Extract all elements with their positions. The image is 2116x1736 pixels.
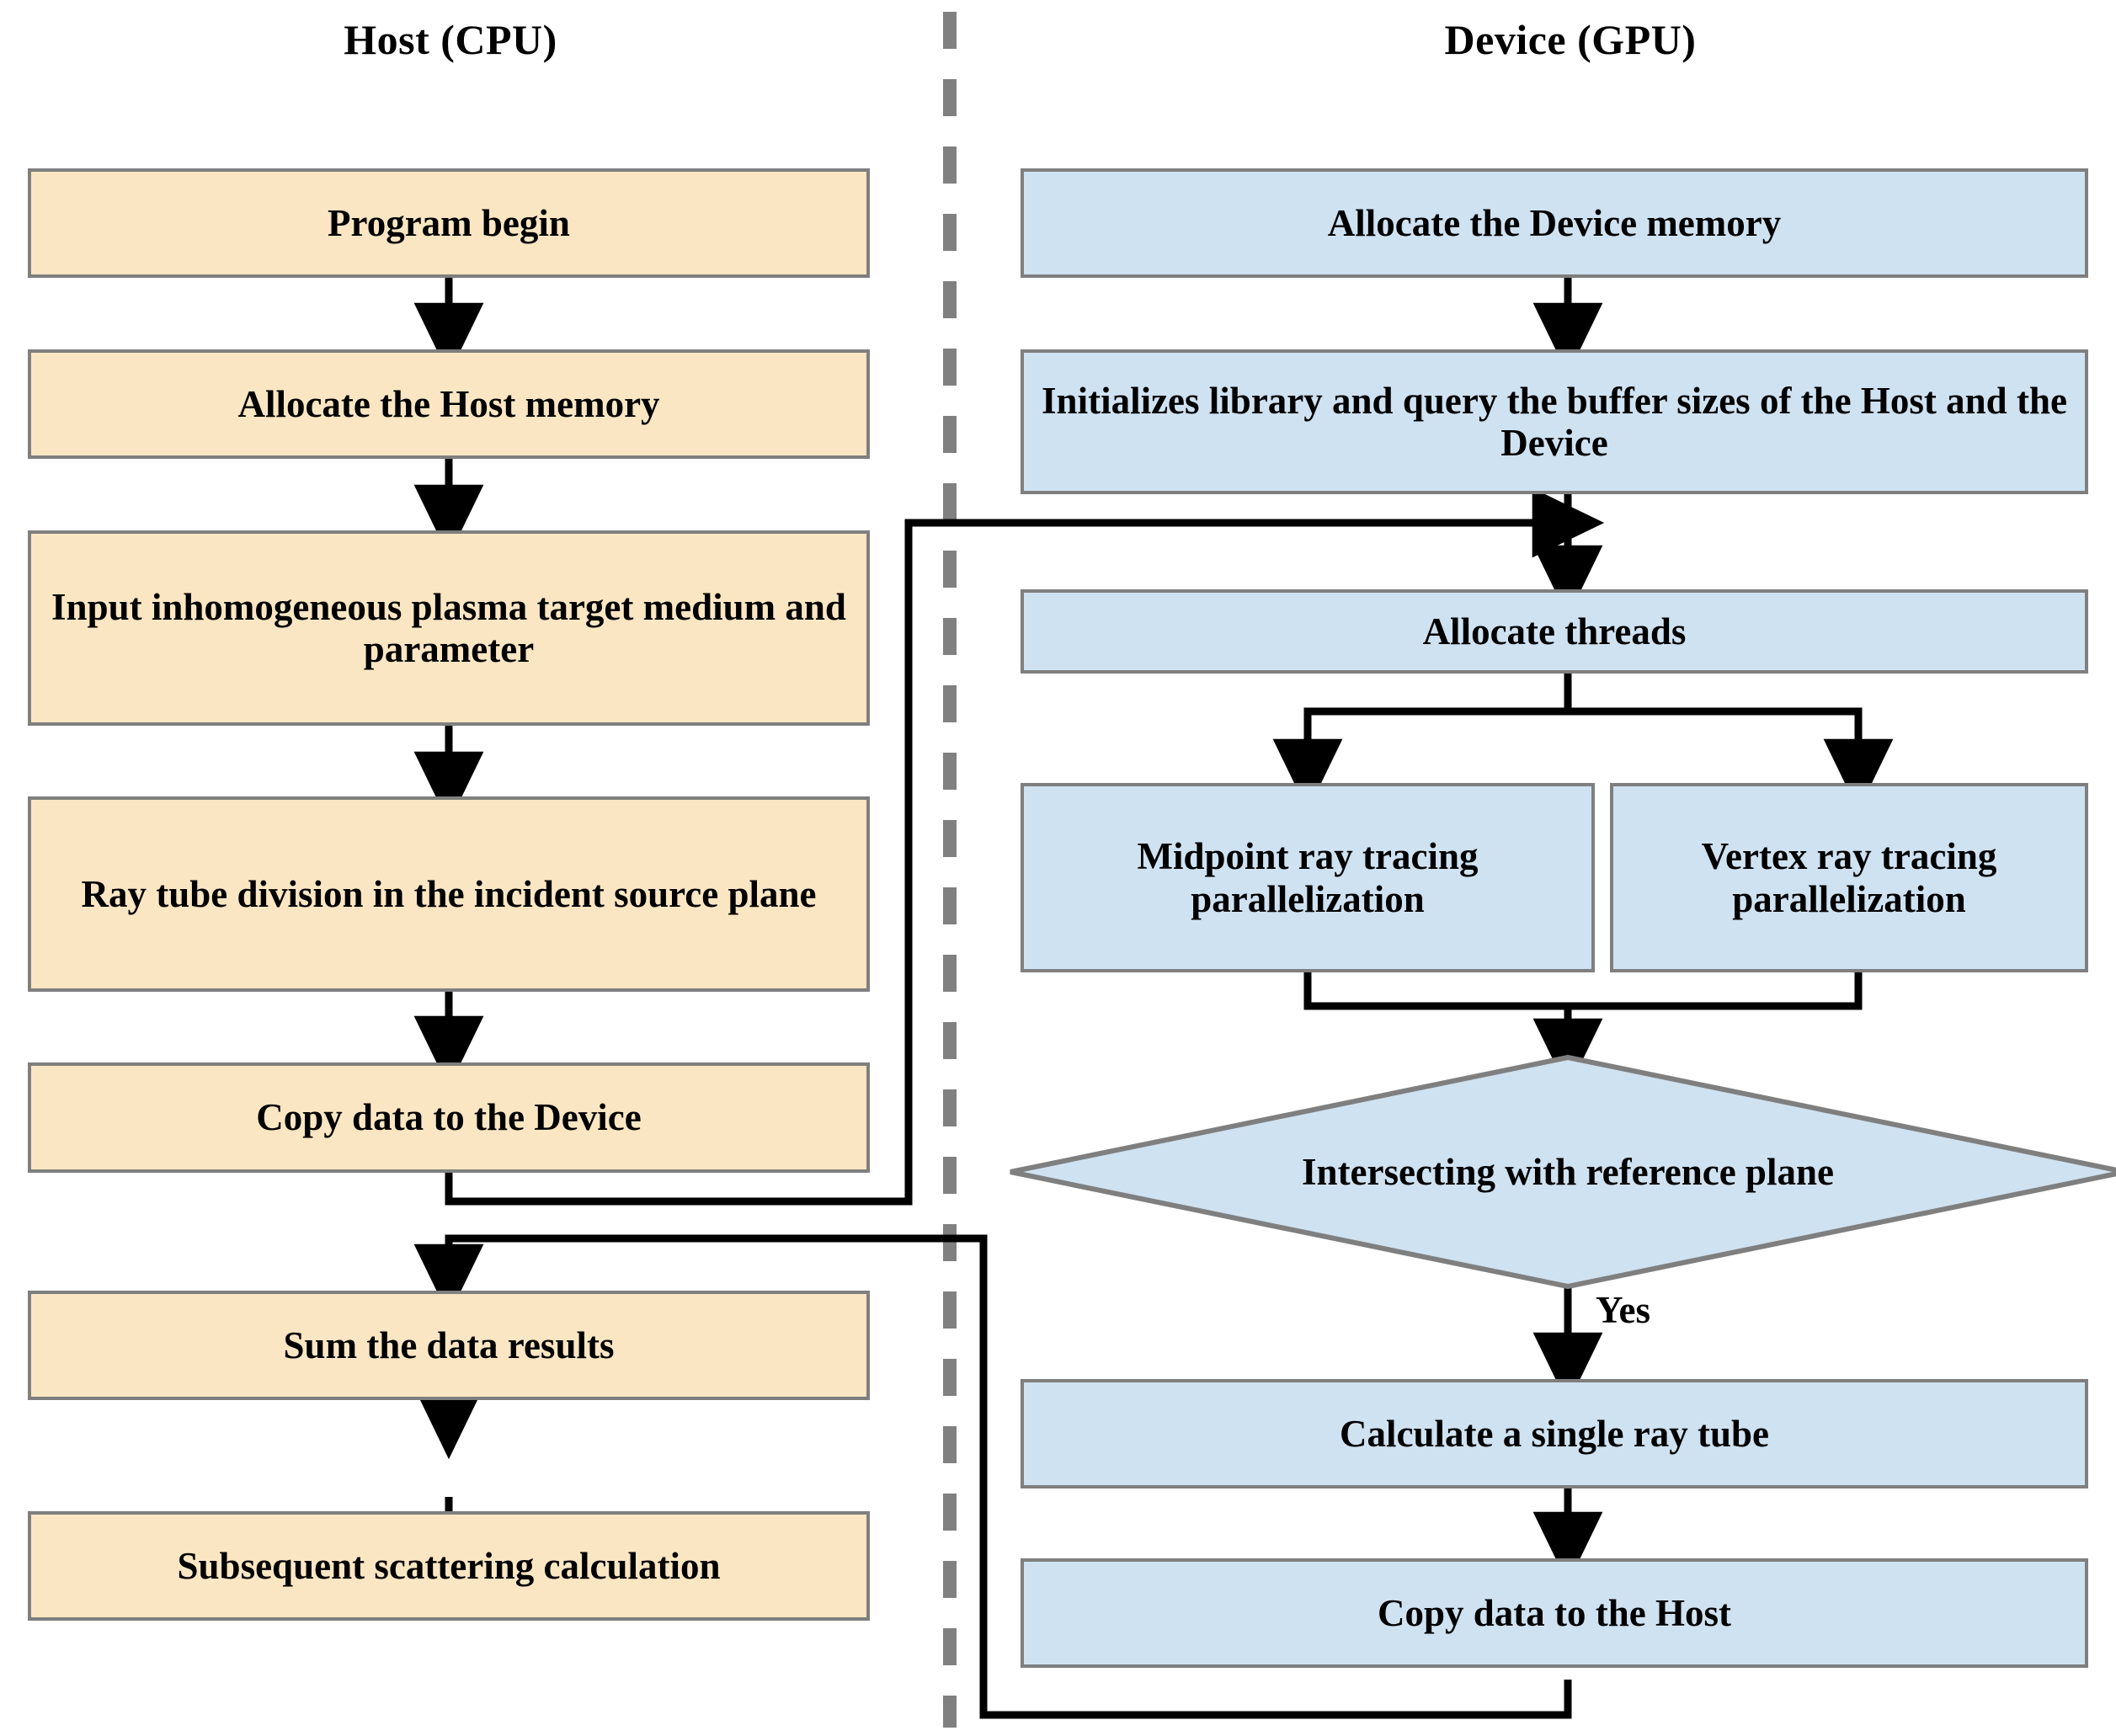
node-label: Vertex ray tracing parallelization — [1701, 835, 1997, 920]
node-label: Allocate the Device memory — [1327, 201, 1782, 244]
node-copy-data-to-host[interactable]: Copy data to the Host — [1021, 1558, 2088, 1668]
node-copy-data-to-device[interactable]: Copy data to the Device — [28, 1062, 870, 1173]
node-label: Copy data to the Device — [256, 1096, 642, 1139]
node-vertex-ray-tracing[interactable]: Vertex ray tracing parallelization — [1610, 783, 2088, 972]
column-title-device: Device (GPU) — [1444, 16, 1697, 63]
node-label: Sum the data results — [283, 1323, 615, 1366]
node-label: Ray tube division in the incident source… — [81, 872, 817, 915]
node-label: Allocate threads — [1422, 610, 1687, 652]
node-label: Subsequent scattering calculation — [177, 1544, 721, 1587]
node-initializes-library[interactable]: Initializes library and query the buffer… — [1021, 349, 2088, 494]
node-calculate-single-ray[interactable]: Calculate a single ray tube — [1021, 1379, 2088, 1488]
node-label: Initializes library and query the buffer… — [1042, 379, 2067, 464]
decision-diamond-shape — [1010, 1054, 2116, 1290]
node-label: Program begin — [328, 201, 570, 244]
node-label: Allocate the Host memory — [237, 382, 660, 425]
node-label: Input inhomogeneous plasma target medium… — [51, 585, 846, 670]
node-sum-data-results[interactable]: Sum the data results — [28, 1291, 870, 1400]
node-label: Calculate a single ray tube — [1340, 1412, 1769, 1455]
node-midpoint-ray-tracing[interactable]: Midpoint ray tracing parallelization — [1021, 783, 1595, 972]
node-allocate-threads[interactable]: Allocate threads — [1021, 589, 2088, 674]
column-title-host: Host (CPU) — [344, 16, 557, 63]
node-intersecting-reference[interactable]: Intersecting with reference plane — [1007, 1054, 2116, 1290]
node-subsequent-scattering[interactable]: Subsequent scattering calculation — [28, 1511, 870, 1621]
node-ray-tube-division[interactable]: Ray tube division in the incident source… — [28, 796, 870, 992]
node-label: Midpoint ray tracing parallelization — [1137, 835, 1479, 920]
node-label: Copy data to the Host — [1377, 1591, 1731, 1634]
edge-label-yes: Yes — [1596, 1289, 1650, 1331]
node-input-plasma[interactable]: Input inhomogeneous plasma target medium… — [28, 530, 870, 726]
node-allocate-device-memory[interactable]: Allocate the Device memory — [1021, 168, 2088, 278]
node-allocate-host-memory[interactable]: Allocate the Host memory — [28, 349, 870, 459]
node-program-begin[interactable]: Program begin — [28, 168, 870, 278]
